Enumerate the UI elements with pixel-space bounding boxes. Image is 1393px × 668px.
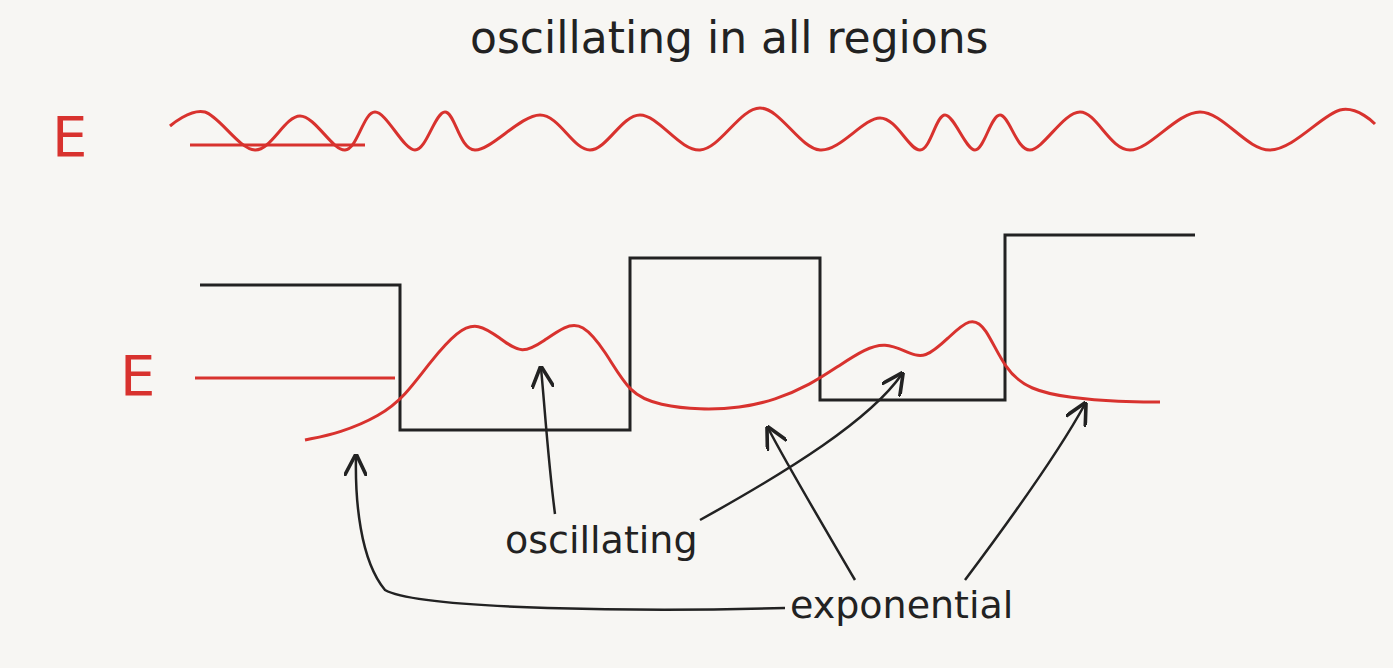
leader-arrow	[356, 456, 785, 610]
energy-label: E	[52, 106, 87, 168]
energy-line	[195, 377, 395, 380]
leader-arrow	[768, 428, 855, 580]
energy-label: E	[120, 345, 155, 407]
leader-arrow	[965, 404, 1085, 580]
leader-arrow	[700, 374, 902, 520]
potential-well	[200, 235, 1195, 430]
leader-arrow	[541, 368, 555, 514]
wave-function	[170, 108, 1375, 150]
note-title: oscillating in all regions	[470, 14, 989, 62]
callout-label: exponential	[790, 585, 1013, 627]
energy-line	[190, 144, 365, 147]
wave-function	[305, 322, 1160, 440]
callout-label: oscillating	[505, 520, 698, 562]
